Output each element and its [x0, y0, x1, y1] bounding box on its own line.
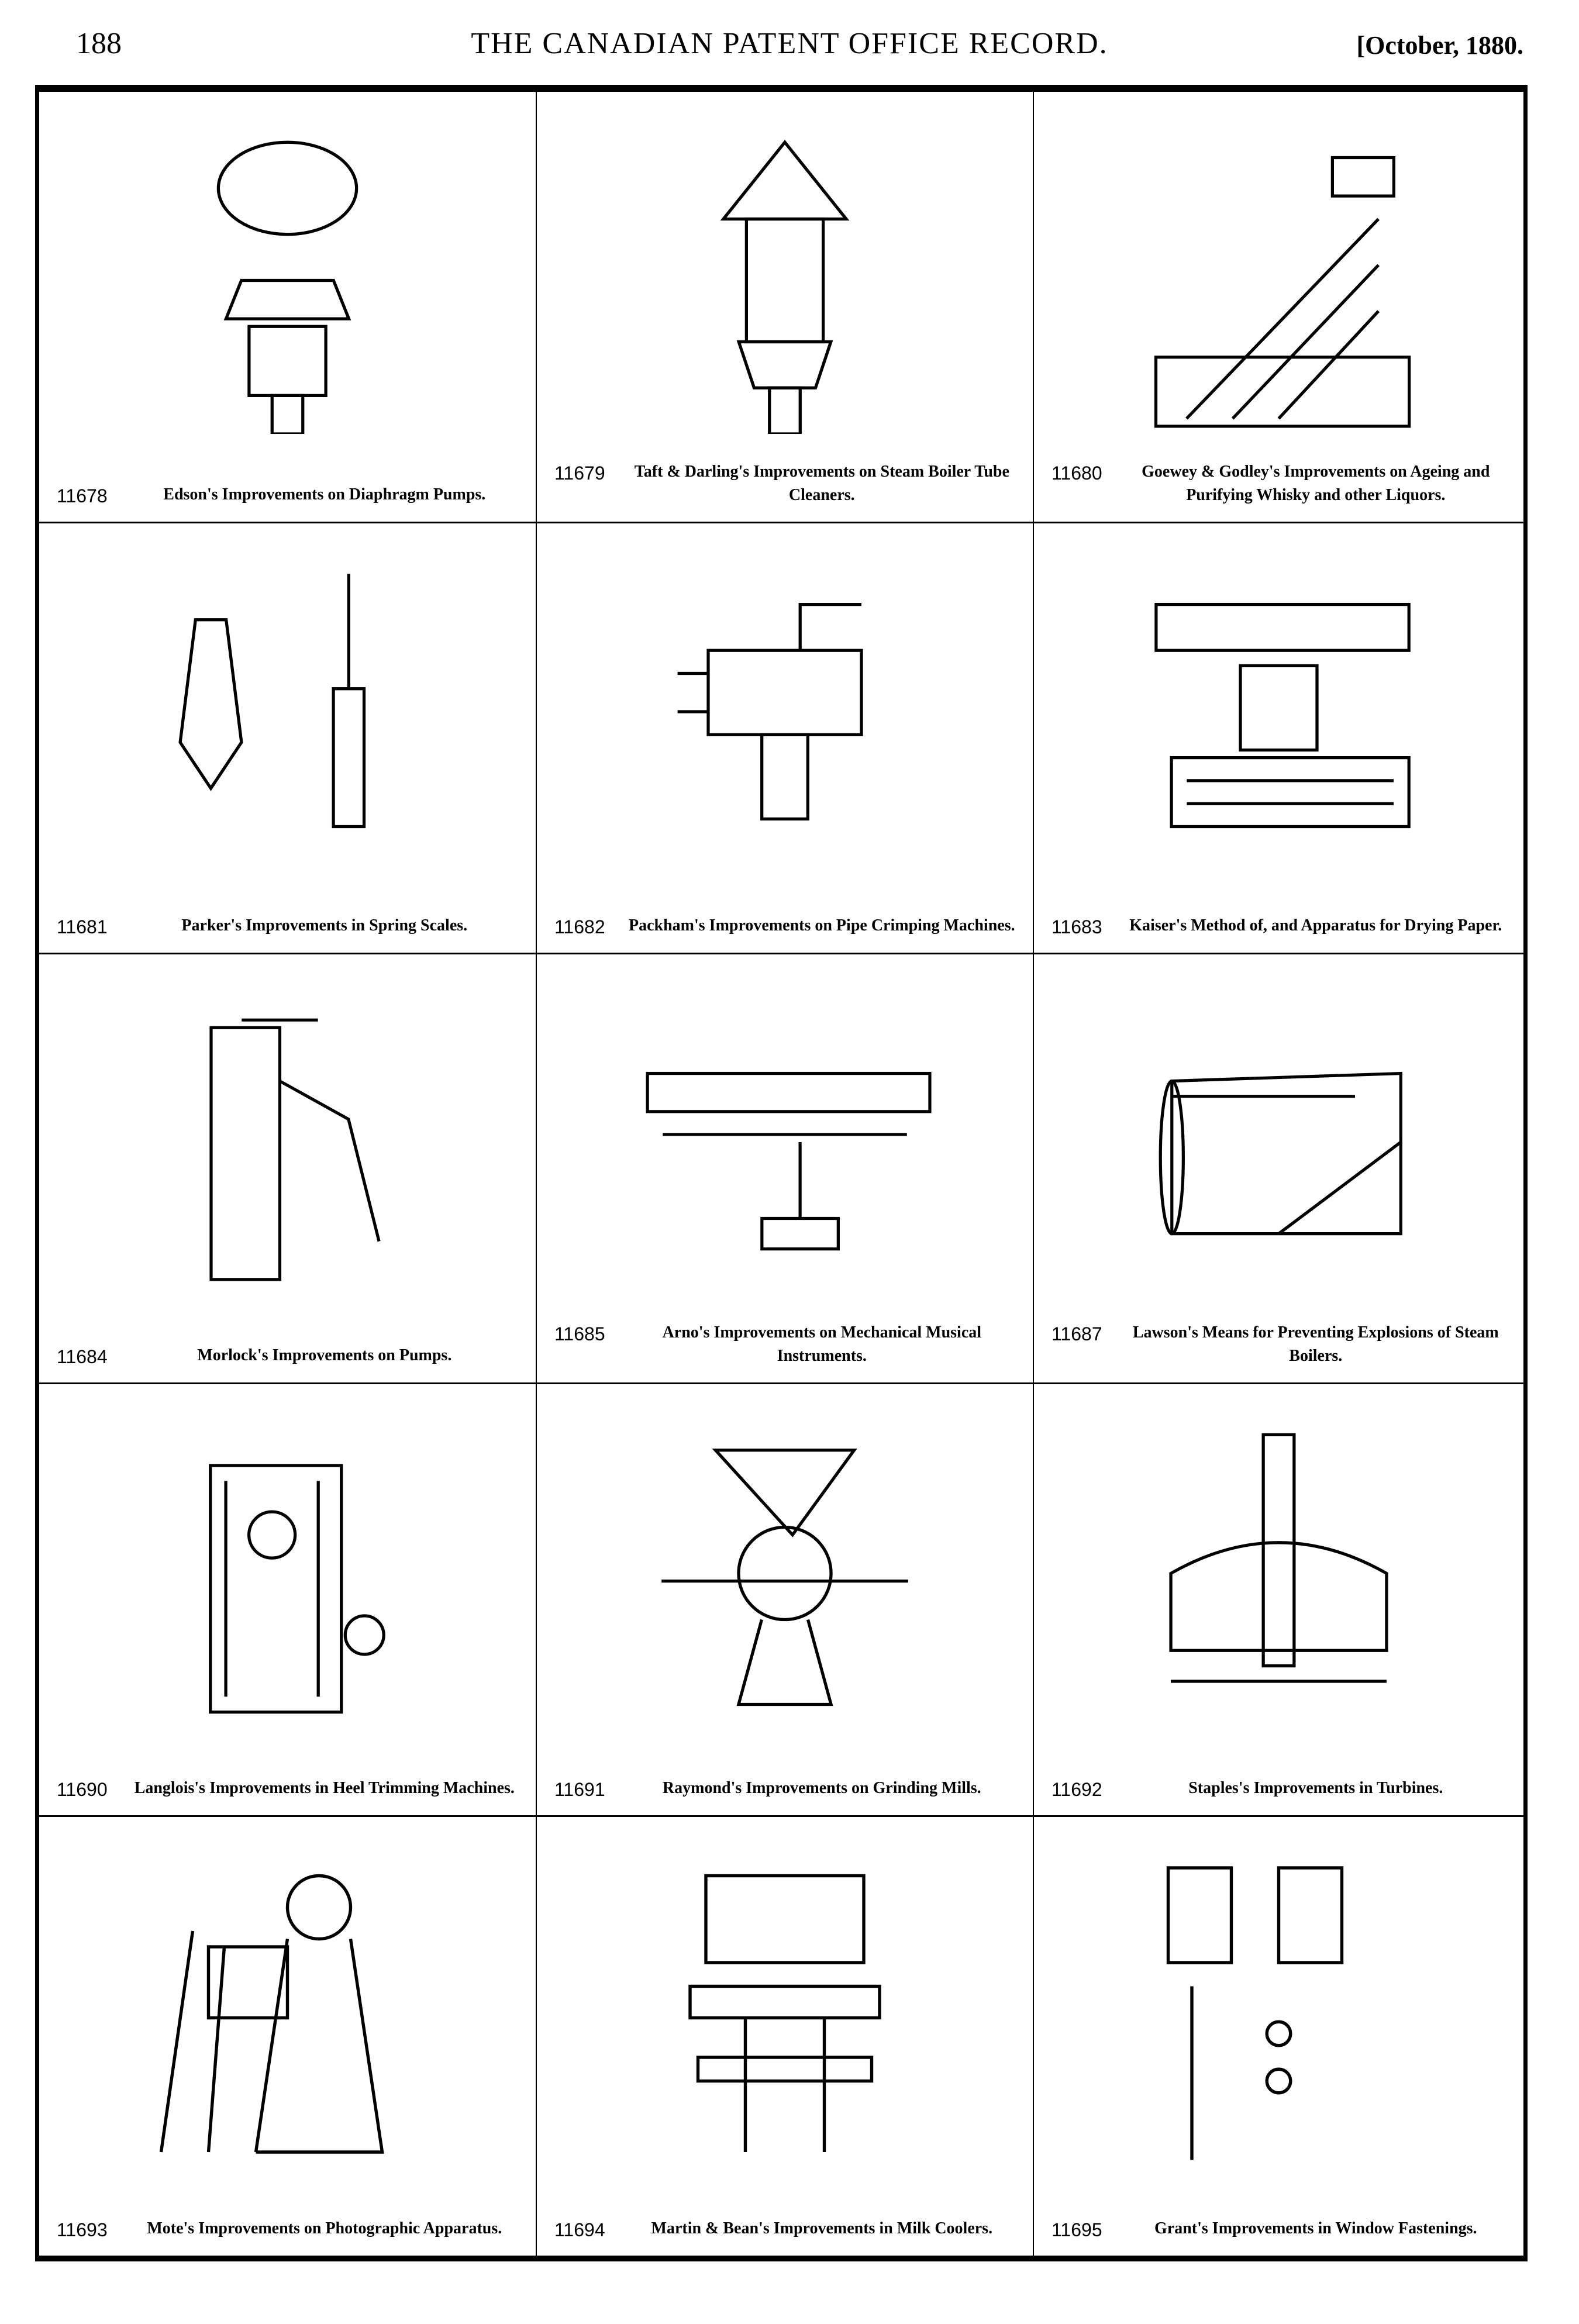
patent-number: 11693: [57, 2219, 108, 2240]
patent-caption: 11682 Packham's Improvements on Pipe Crim…: [554, 914, 1015, 938]
patent-caption: 11691 Raymond's Improvements on Grinding …: [554, 1777, 1015, 1801]
patent-illustration: [584, 127, 986, 436]
patent-illustration: [86, 1852, 489, 2168]
patent-number: 11681: [57, 916, 108, 937]
patent-title: Grant's Improvements in Window Fastening…: [1154, 2219, 1477, 2237]
patent-number: 11691: [554, 1779, 605, 1800]
patent-title: Kaiser's Method of, and Apparatus for Dr…: [1129, 916, 1502, 935]
patent-title: Parker's Improvements in Spring Scales.: [181, 916, 468, 935]
page-number: 188: [76, 27, 122, 60]
patent-title: Edson's Improvements on Diaphragm Pumps.: [163, 485, 486, 504]
patent-cell: 11690 Langlois's Improvements in Heel Tri…: [39, 1384, 537, 1817]
patent-number: 11683: [1051, 916, 1102, 937]
patent-caption: 11690 Langlois's Improvements in Heel Tri…: [57, 1777, 518, 1801]
patent-illustration: [1081, 127, 1477, 434]
patent-number: 11685: [554, 1323, 605, 1344]
patent-illustration: [584, 989, 986, 1295]
patent-number: 11692: [1051, 1779, 1102, 1800]
patent-cell: 11683 Kaiser's Method of, and Apparatus f…: [1034, 523, 1523, 954]
patent-title: Packham's Improvements on Pipe Crimping …: [629, 916, 1015, 935]
patent-cell: 11685 Arno's Improvements on Mechanical M…: [537, 954, 1034, 1384]
patent-illustration: [86, 558, 489, 865]
patent-title: Lawson's Means for Preventing Explosions…: [1132, 1323, 1499, 1365]
patent-caption: 11679 Taft & Darling's Improvements on St…: [554, 460, 1015, 507]
page-title: THE CANADIAN PATENT OFFICE RECORD.: [471, 27, 1108, 60]
patent-caption: 11692 Staples's Improvements in Turbines.: [1051, 1777, 1506, 1801]
patent-cell: 11684 Morlock's Improvements on Pumps.: [39, 954, 537, 1384]
patent-title: Arno's Improvements on Mechanical Musica…: [662, 1323, 982, 1365]
patent-grid-frame: 11678 Edson's Improvements on Diaphragm P…: [35, 85, 1528, 2261]
patent-title: Langlois's Improvements in Heel Trimming…: [134, 1779, 515, 1797]
patent-illustration: [584, 1419, 986, 1728]
patent-number: 11684: [57, 1346, 108, 1367]
patent-cell: 11687 Lawson's Means for Preventing Explo…: [1034, 954, 1523, 1384]
patent-illustration: [584, 558, 986, 865]
patent-illustration: [1081, 1419, 1477, 1728]
patent-number: 11680: [1051, 463, 1102, 484]
patent-number: 11690: [57, 1779, 108, 1800]
patent-illustration: [86, 127, 489, 436]
patent-caption: 11683 Kaiser's Method of, and Apparatus f…: [1051, 914, 1506, 938]
patent-title: Taft & Darling's Improvements on Steam B…: [634, 463, 1009, 504]
patent-illustration: [86, 989, 489, 1295]
patent-cell: 11695 Grant's Improvements in Window Fast…: [1034, 1817, 1523, 2256]
patent-illustration: [584, 1852, 986, 2168]
patent-cell: 11693 Mote's Improvements on Photographic…: [39, 1817, 537, 2256]
issue-date: [October, 1880.: [1356, 31, 1523, 60]
patent-caption: 11687 Lawson's Means for Preventing Explo…: [1051, 1321, 1506, 1368]
patent-illustration: [86, 1419, 489, 1728]
patent-number: 11682: [554, 916, 605, 937]
patent-caption: 11693 Mote's Improvements on Photographic…: [57, 2217, 518, 2241]
patent-cell: 11694 Martin & Bean's Improvements in Mil…: [537, 1817, 1034, 2256]
patent-cell: 11681 Parker's Improvements in Spring Sca…: [39, 523, 537, 954]
patent-number: 11694: [554, 2219, 605, 2240]
patent-title: Goewey & Godley's Improvements on Ageing…: [1142, 463, 1490, 504]
patent-caption: 11681 Parker's Improvements in Spring Sca…: [57, 914, 518, 938]
patent-illustration: [1081, 989, 1477, 1295]
patent-title: Staples's Improvements in Turbines.: [1188, 1779, 1443, 1797]
patent-cell: 11680 Goewey & Godley's Improvements on A…: [1034, 92, 1523, 523]
patent-caption: 11695 Grant's Improvements in Window Fast…: [1051, 2217, 1506, 2241]
patent-caption: 11685 Arno's Improvements on Mechanical M…: [554, 1321, 1015, 1368]
patent-cell: 11692 Staples's Improvements in Turbines.: [1034, 1384, 1523, 1817]
patent-caption: 11684 Morlock's Improvements on Pumps.: [57, 1344, 518, 1368]
patent-cell: 11691 Raymond's Improvements on Grinding …: [537, 1384, 1034, 1817]
patent-number: 11678: [57, 485, 108, 506]
patent-illustration: [1081, 558, 1477, 865]
patent-number: 11679: [554, 463, 605, 484]
patent-number: 11687: [1051, 1323, 1102, 1344]
patent-caption: 11678 Edson's Improvements on Diaphragm P…: [57, 483, 518, 507]
patent-cell: 11679 Taft & Darling's Improvements on St…: [537, 92, 1034, 523]
patent-cell: 11682 Packham's Improvements on Pipe Crim…: [537, 523, 1034, 954]
patent-caption: 11694 Martin & Bean's Improvements in Mil…: [554, 2217, 1015, 2241]
patent-title: Mote's Improvements on Photographic Appa…: [147, 2219, 502, 2237]
patent-illustration: [1081, 1852, 1477, 2168]
patent-title: Raymond's Improvements on Grinding Mills…: [662, 1779, 981, 1797]
patent-title: Morlock's Improvements on Pumps.: [197, 1346, 452, 1364]
patent-title: Martin & Bean's Improvements in Milk Coo…: [651, 2219, 993, 2237]
patent-cell: 11678 Edson's Improvements on Diaphragm P…: [39, 92, 537, 523]
patent-grid: 11678 Edson's Improvements on Diaphragm P…: [39, 92, 1523, 2256]
patent-number: 11695: [1051, 2219, 1102, 2240]
patent-caption: 11680 Goewey & Godley's Improvements on A…: [1051, 460, 1506, 507]
